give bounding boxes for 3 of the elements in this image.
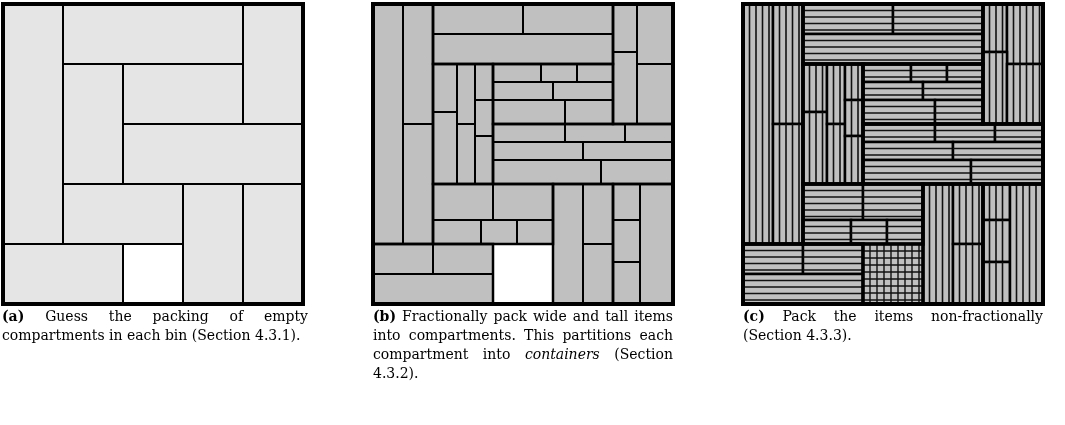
figure-caption: (c) Pack the items non-fractionally (Section 4.3.3). bbox=[743, 307, 1043, 345]
figure-caption: (b) Fractionally pack wide and tall items into compartments. This partitions each compartment into containers (Section 4.3.2). bbox=[373, 307, 673, 383]
figure-caption: (a) Guess the packing of empty compartments in each bin (Section 4.3.1). bbox=[2, 307, 308, 345]
